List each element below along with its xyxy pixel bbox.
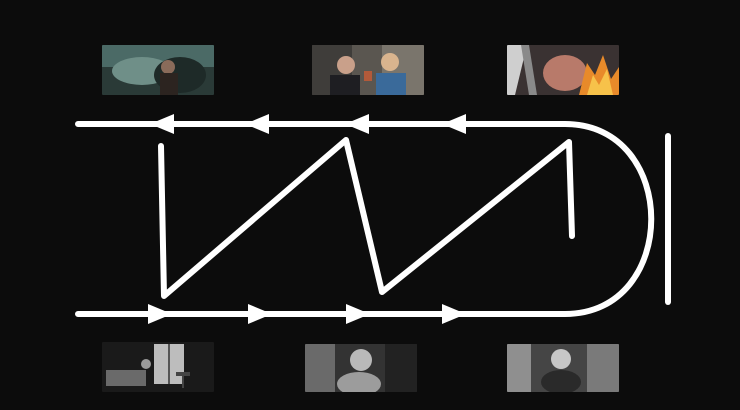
color-film-still-1 <box>102 45 214 95</box>
top-arrow-icon-1 <box>150 114 174 134</box>
bottom-arrow-icon-4 <box>442 304 466 324</box>
top-track-line <box>75 121 655 317</box>
top-arrow-icon-2 <box>245 114 269 134</box>
color-film-still-2 <box>312 45 424 95</box>
top-arrow-icon-3 <box>345 114 369 134</box>
bw-film-still-1 <box>102 342 214 392</box>
top-arrow-icon-4 <box>442 114 466 134</box>
zigzag-line <box>158 137 575 299</box>
color-film-still-3 <box>507 45 619 95</box>
bottom-arrow-icon-1 <box>148 304 172 324</box>
bottom-arrow-icon-2 <box>248 304 272 324</box>
bw-film-still-3 <box>507 344 619 392</box>
bw-film-still-2 <box>305 344 417 392</box>
bottom-arrow-icon-3 <box>346 304 370 324</box>
